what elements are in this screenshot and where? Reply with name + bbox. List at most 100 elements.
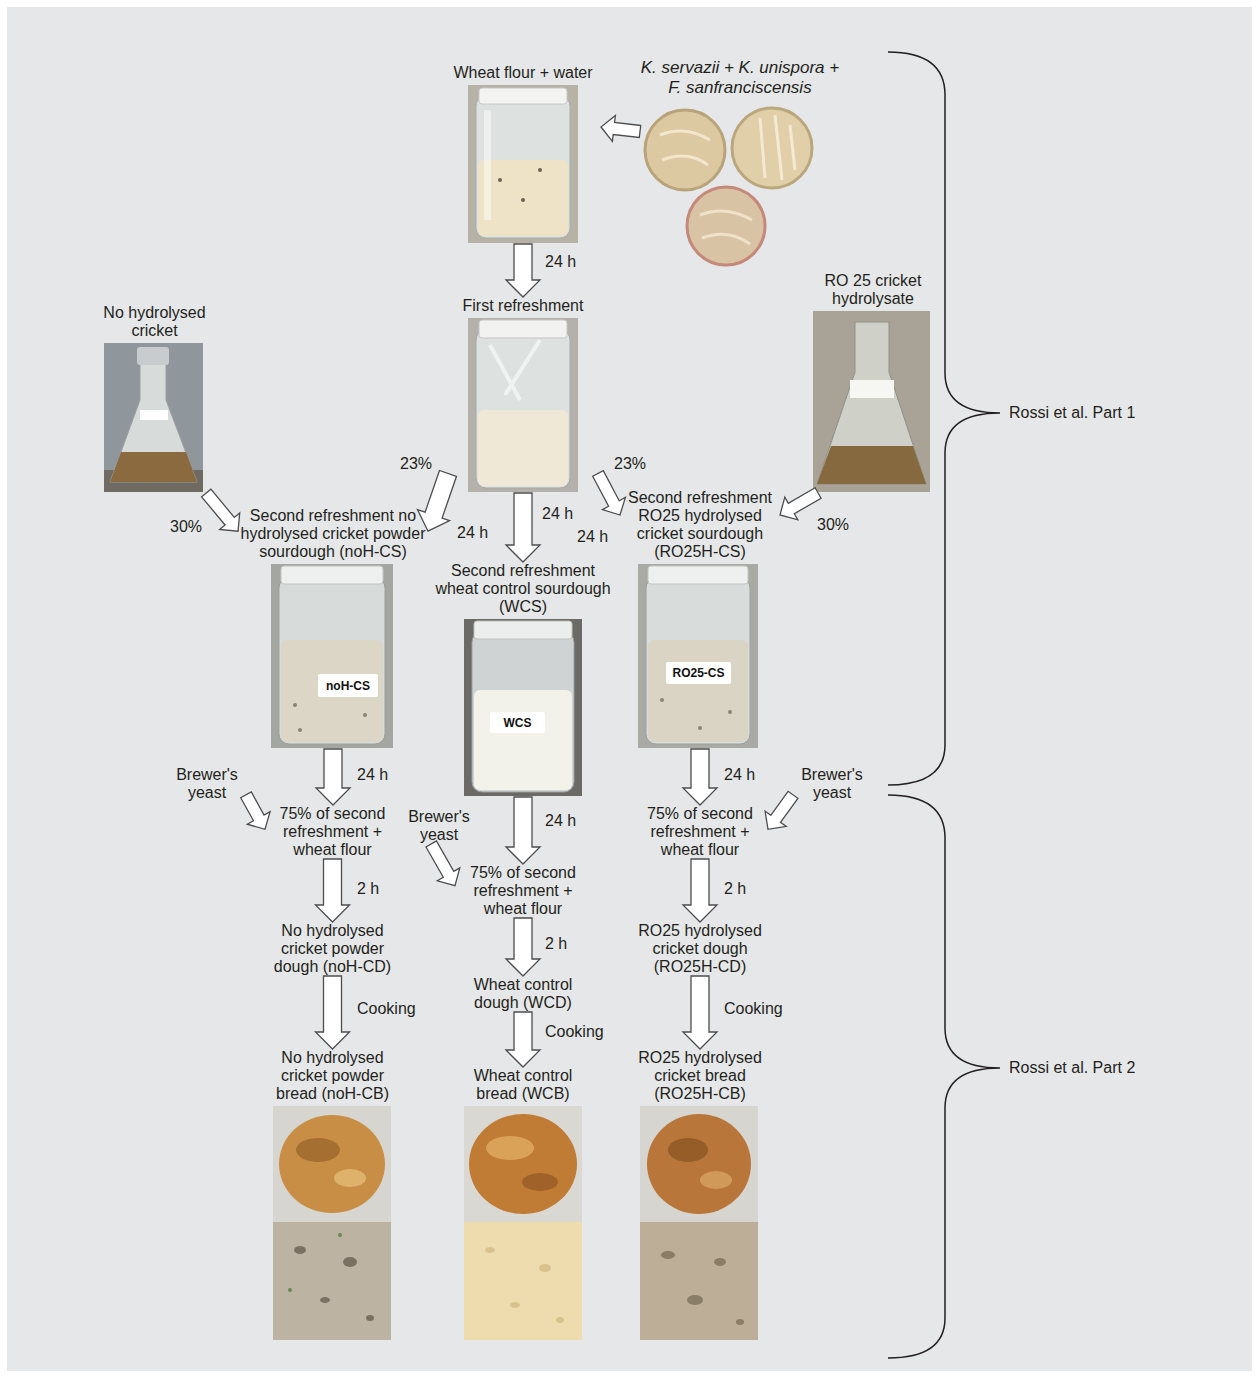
section-brace (888, 52, 1000, 1358)
bread-photo (273, 1106, 391, 1222)
stage-node: K. servazii + K. unispora + F. sanfranci… (640, 58, 840, 268)
stage-node: No hydrolysed cricket powder dough (noH-… (267, 922, 398, 976)
culture-plates-photo (732, 108, 812, 188)
free-label: Rossi et al. Part 2 (1007, 1059, 1137, 1077)
stage-node: Second refreshment wheat control sourdou… (433, 562, 613, 797)
arrow-label: 24 h (543, 253, 578, 271)
stage-node: RO25 hydrolysed cricket dough (RO25H-CD) (632, 922, 768, 976)
jar-label: WCS (490, 712, 545, 733)
arrow-label: 2 h (355, 880, 381, 898)
arrow-label: 24 h (355, 766, 390, 784)
flow-arrow (506, 1012, 540, 1067)
flow-arrow (765, 791, 798, 829)
bread-photo (464, 1106, 582, 1222)
free-label: 23% (612, 455, 648, 473)
arrow-label: 2 h (543, 935, 569, 953)
bread-photo (320, 1297, 330, 1303)
jar-photo (479, 88, 567, 104)
jar-photo (638, 564, 758, 748)
stage-node: Wheat control bread (WCB) (455, 1067, 591, 1341)
bread-photo (668, 1138, 708, 1162)
jar-photo (498, 178, 502, 182)
culture-plates-photo (687, 187, 765, 265)
bread-photo (714, 1258, 726, 1266)
jar-photo (464, 619, 582, 796)
flow-arrow (780, 488, 821, 520)
flask-photo (817, 322, 926, 484)
arrow-label: 24 h (722, 766, 757, 784)
jar-photo (648, 566, 748, 584)
stage-label: RO 25 cricket hydrolysate (812, 272, 934, 308)
flow-arrow (316, 859, 350, 922)
stage-label: 75% of second refreshment + wheat flour (632, 805, 768, 859)
stage-node: Brewer's yeast (168, 766, 246, 802)
stage-node: RO 25 cricket hydrolysate (812, 272, 934, 493)
jar-photo (478, 410, 568, 486)
arrow-label: 30% (815, 516, 851, 534)
stage-node: Wheat control dough (WCD) (462, 976, 584, 1012)
flow-arrow (593, 471, 626, 515)
jar-photo (698, 726, 702, 730)
jar-photo (298, 728, 302, 732)
stage-node: No hydrolysed cricket (97, 304, 212, 493)
stage-label: Wheat control bread (WCB) (455, 1067, 591, 1103)
culture-plates-photo (760, 115, 795, 180)
flow-arrow (241, 792, 270, 829)
arrow-label: Cooking (543, 1023, 606, 1041)
jar-photo (728, 710, 732, 714)
stage-label: Wheat control dough (WCD) (462, 976, 584, 1012)
stage-label: No hydrolysed cricket powder dough (noH-… (267, 922, 398, 976)
jar-photo (660, 698, 664, 702)
stage-label: Second refreshment wheat control sourdou… (433, 562, 613, 616)
flask-photo (850, 380, 894, 398)
bread-photo (279, 1115, 385, 1213)
stage-label: Wheat flour + water (445, 64, 601, 82)
bread-photo (273, 1106, 391, 1340)
flow-arrow (506, 244, 540, 297)
jar-photo (478, 160, 568, 236)
flow-arrow (683, 859, 717, 922)
jar-photo (279, 578, 385, 744)
bread-photo (640, 1106, 758, 1222)
jar-photo (281, 566, 383, 584)
stage-label: Brewer's yeast (168, 766, 246, 802)
stage-label: 75% of second refreshment + wheat flour (265, 805, 400, 859)
section-brace (888, 795, 1000, 1358)
jar-photo (521, 198, 525, 202)
jar-photo (490, 340, 540, 400)
stage-label: RO25 hydrolysed cricket bread (RO25H-CB) (632, 1049, 768, 1103)
jar-photo (468, 85, 578, 243)
flask-photo (104, 343, 203, 492)
free-label: Rossi et al. Part 1 (1007, 404, 1137, 422)
flow-arrow (601, 116, 641, 142)
bread-photo (296, 1138, 340, 1162)
jar-photo (648, 640, 748, 742)
jar-photo (476, 330, 570, 488)
jar-photo (293, 703, 297, 707)
bread-photo (510, 1302, 520, 1308)
stage-node: 75% of second refreshment + wheat flour (455, 864, 591, 918)
culture-plates-photo (700, 211, 752, 244)
flow-arrow (506, 493, 540, 562)
jar-label: noH-CS (318, 674, 378, 697)
arrow-label: 24 h (575, 528, 610, 546)
flask-photo (110, 356, 197, 482)
bread-photo (334, 1169, 366, 1187)
jar-photo (474, 621, 572, 639)
stage-node: Second refreshment RO25 hydrolysed crick… (620, 489, 780, 749)
flask-photo (817, 446, 926, 484)
stage-node: No hydrolysed cricket powder bread (noH-… (265, 1049, 400, 1341)
bread-photo (464, 1222, 582, 1340)
free-label: 23% (398, 455, 434, 473)
flow-arrow (506, 797, 540, 864)
stage-node: Brewer's yeast (400, 808, 478, 844)
stage-node: First refreshment (448, 297, 598, 493)
flow-arrow (316, 749, 350, 805)
flask-photo (104, 343, 203, 492)
bread-photo (640, 1106, 758, 1340)
stage-node: 75% of second refreshment + wheat flour (265, 805, 400, 859)
jar-photo (363, 713, 367, 717)
stage-label: Second refreshment RO25 hydrolysed crick… (620, 489, 780, 561)
